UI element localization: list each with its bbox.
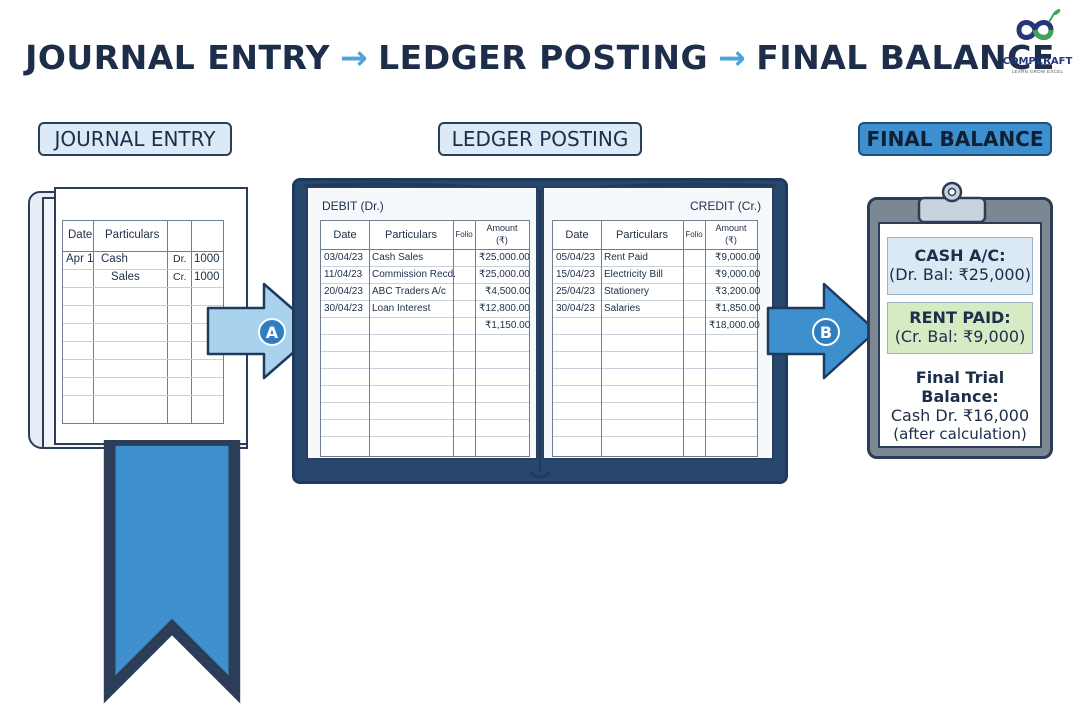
debit-row-amount: ₹4,500.00: [485, 286, 531, 297]
credit-row-particulars: Electricity Bill: [604, 269, 663, 280]
credit-row-amount: ₹3,200.00: [715, 286, 761, 297]
title-ledger: LEDGER POSTING: [378, 38, 709, 77]
infinity-logo-icon: [1016, 9, 1061, 40]
credit-row-particulars: Stationery: [604, 286, 650, 297]
section-label-ledger: LEDGER POSTING: [438, 122, 642, 156]
debit-row-particulars: Commission Recd.: [372, 269, 456, 280]
credit-row-amount: ₹18,000.00: [709, 320, 760, 331]
debit-header-folio: Folio: [455, 230, 473, 239]
rent-value: (Cr. Bal: ₹9,000): [894, 327, 1026, 346]
journal-row-date: Apr 1: [66, 253, 94, 265]
credit-row-amount: ₹9,000.00: [715, 269, 761, 280]
arrow-b-badge: B: [812, 318, 840, 346]
credit-row-date: 25/04/23: [556, 286, 595, 297]
journal-row-side: Cr.: [173, 271, 187, 283]
credit-row-date: 30/04/23: [556, 303, 595, 314]
trial-balance-box: Final Trial Balance: Cash Dr. ₹16,000 (a…: [887, 362, 1033, 443]
credit-row-amount: ₹1,850.00: [715, 303, 761, 314]
journal-row-amount: 1000: [194, 253, 220, 265]
debit-row-amount: ₹25,000.00: [479, 252, 530, 263]
journal-header-date: Date: [68, 229, 93, 241]
title-arrow-2: →: [718, 38, 747, 77]
credit-title: CREDIT (Cr.): [690, 199, 762, 213]
debit-row-amount: ₹1,150.00: [485, 320, 531, 331]
debit-row-date: 03/04/23: [324, 252, 363, 263]
arrow-a-badge: A: [258, 318, 286, 346]
credit-header-date: Date: [565, 229, 589, 241]
ledger-debit-table: Date Particulars Folio Amount (₹) 03/04/…: [320, 220, 530, 457]
credit-header-particulars: Particulars: [616, 229, 668, 241]
credit-row-date: 05/04/23: [556, 252, 595, 263]
credit-header-amount: Amount: [715, 223, 747, 233]
debit-row-particulars: Cash Sales: [372, 252, 424, 263]
credit-header-folio: Folio: [685, 230, 703, 239]
trial-title: Final Trial Balance:: [915, 368, 1005, 406]
cash-balance-box: CASH A/C: (Dr. Bal: ₹25,000): [887, 237, 1033, 295]
cash-title: CASH A/C:: [914, 246, 1006, 265]
journal-header-particulars: Particulars: [105, 229, 160, 241]
debit-header-particulars: Particulars: [385, 229, 437, 241]
credit-row-particulars: Rent Paid: [604, 252, 648, 263]
credit-row-particulars: Salaries: [604, 303, 641, 314]
debit-row-date: 30/04/23: [324, 303, 363, 314]
title-final: FINAL BALANCE: [756, 38, 1055, 77]
logo: COMPCRAFT LEARN GROW EXCEL: [995, 8, 1080, 78]
debit-row-amount: ₹25,000.00: [479, 269, 530, 280]
debit-row-amount: ₹12,800.00: [479, 303, 530, 314]
debit-row-date: 11/04/23: [324, 269, 363, 280]
ledger-book-shape: [303, 182, 777, 479]
title-arrow-1: →: [339, 38, 369, 77]
cash-value: (Dr. Bal: ₹25,000): [889, 265, 1031, 284]
clipboard-clip-icon: [917, 181, 987, 224]
diagram-canvas: JOURNAL ENTRY→LEDGER POSTING→FINAL BALAN…: [0, 8, 1080, 704]
trial-note: (after calculation): [893, 425, 1027, 443]
credit-row-date: 15/04/23: [556, 269, 595, 280]
rent-title: RENT PAID:: [909, 308, 1011, 327]
bookmark-icon: [103, 440, 241, 704]
section-label-journal: JOURNAL ENTRY: [38, 122, 232, 156]
journal-row-particulars: Cash: [101, 253, 128, 265]
debit-row-date: 20/04/23: [324, 286, 363, 297]
ledger-credit-table: Date Particulars Folio Amount (₹) 05/04/…: [552, 220, 761, 457]
debit-row-particulars: ABC Traders A/c: [372, 286, 446, 297]
rent-balance-box: RENT PAID: (Cr. Bal: ₹9,000): [887, 302, 1033, 354]
debit-header-amount: Amount: [486, 223, 518, 233]
section-label-final: FINAL BALANCE: [858, 122, 1052, 156]
logo-tagline: LEARN GROW EXCEL: [1011, 69, 1064, 74]
debit-title: DEBIT (Dr.): [322, 199, 384, 213]
title-journal: JOURNAL ENTRY: [25, 38, 330, 77]
credit-header-rupee: (₹): [725, 235, 737, 245]
journal-table: Date Particulars Apr 1 Cash Dr. 1000 Sal…: [62, 220, 224, 424]
logo-name: COMPCRAFT: [1002, 56, 1073, 67]
credit-row-amount: ₹9,000.00: [715, 252, 761, 263]
debit-header-rupee: (₹): [496, 235, 508, 245]
journal-row-particulars: Sales: [111, 271, 140, 283]
debit-row-particulars: Loan Interest: [372, 303, 431, 314]
page-title: JOURNAL ENTRY→LEDGER POSTING→FINAL BALAN…: [0, 38, 1080, 77]
journal-row-amount: 1000: [194, 271, 220, 283]
journal-row-side: Dr.: [173, 253, 187, 265]
trial-value: Cash Dr. ₹16,000: [890, 406, 1030, 425]
debit-header-date: Date: [333, 229, 357, 241]
